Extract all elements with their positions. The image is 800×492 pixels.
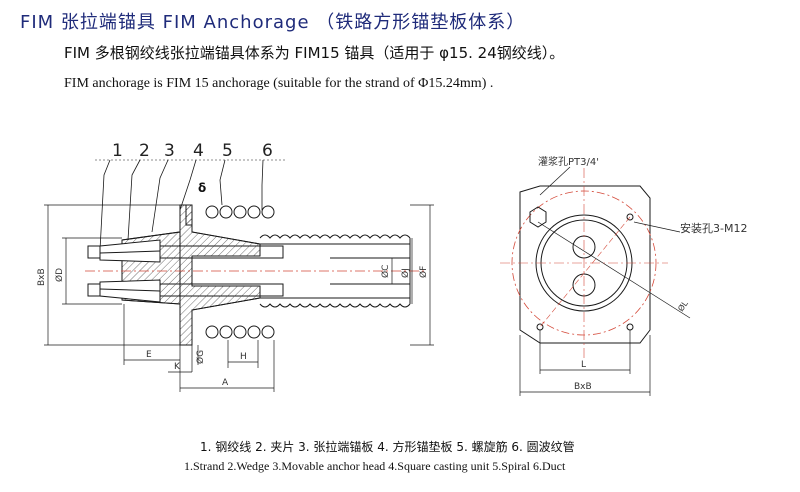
grout-port-label: 灌浆孔PT3/4' bbox=[538, 155, 599, 168]
dim-bottom-side bbox=[123, 304, 275, 392]
delta-label: δ bbox=[198, 181, 206, 195]
part-number-4: 4 bbox=[193, 141, 204, 161]
mount-hole-1 bbox=[626, 213, 634, 221]
dim-right-side bbox=[391, 204, 434, 346]
dim-label-j: ØJ bbox=[400, 268, 411, 278]
dim-label-e: E bbox=[146, 350, 152, 360]
legend-english: 1.Strand 2.Wedge 3.Movable anchor head 4… bbox=[184, 459, 566, 473]
front-view bbox=[500, 166, 691, 396]
dim-label-d: ØD bbox=[54, 268, 65, 282]
dim-label-k: K bbox=[174, 362, 181, 372]
part-number-5: 5 bbox=[222, 141, 233, 161]
part-leaders bbox=[95, 159, 285, 251]
dim-label-f: ØF bbox=[418, 266, 429, 278]
part-number-labels: 1 2 3 4 5 6 bbox=[112, 141, 273, 161]
subtitle-english: FIM anchorage is FIM 15 anchorage (suita… bbox=[64, 76, 494, 91]
l-circle-label: ØL bbox=[675, 298, 690, 313]
side-dim-labels: BxB ØD ØC ØJ ØF E ØG H K A bbox=[37, 265, 429, 388]
mount-hole-label: 安装孔3-M12 bbox=[680, 221, 747, 235]
part-number-3: 3 bbox=[164, 141, 175, 161]
dim-label-a: A bbox=[222, 378, 229, 388]
legend-chinese: 1. 钢绞线 2. 夹片 3. 张拉端锚板 4. 方形锚垫板 5. 螺旋筋 6.… bbox=[200, 440, 575, 454]
bxb-front-label: BxB bbox=[574, 382, 592, 392]
subtitle-chinese: FIM 多根钢绞线张拉端锚具体系为 FIM15 锚具（适用于 φ15. 24钢绞… bbox=[64, 44, 565, 62]
dim-label-g: ØG bbox=[195, 350, 206, 364]
part-number-2: 2 bbox=[139, 141, 150, 161]
mount-hole-3 bbox=[626, 323, 634, 331]
side-view bbox=[44, 159, 434, 392]
dim-label-h: H bbox=[240, 352, 247, 362]
square-plate-outline bbox=[519, 185, 651, 344]
part-number-1: 1 bbox=[112, 141, 123, 161]
spiral bbox=[205, 205, 275, 339]
grout-port bbox=[529, 206, 547, 228]
dim-label-bxb-side: BxB bbox=[37, 268, 47, 286]
front-view-labels: 灌浆孔PT3/4' 安装孔3-M12 ØL L BxB bbox=[538, 155, 747, 392]
dim-bxb-side bbox=[44, 204, 180, 346]
part-number-6: 6 bbox=[262, 141, 273, 161]
page-title: FIM 张拉端锚具 FIM Anchorage （铁路方形锚垫板体系） bbox=[20, 12, 526, 33]
dim-label-c: ØC bbox=[380, 265, 391, 278]
bearing-plate bbox=[179, 204, 261, 346]
l-dim-label: L bbox=[581, 360, 586, 370]
anchor-head bbox=[99, 231, 181, 305]
